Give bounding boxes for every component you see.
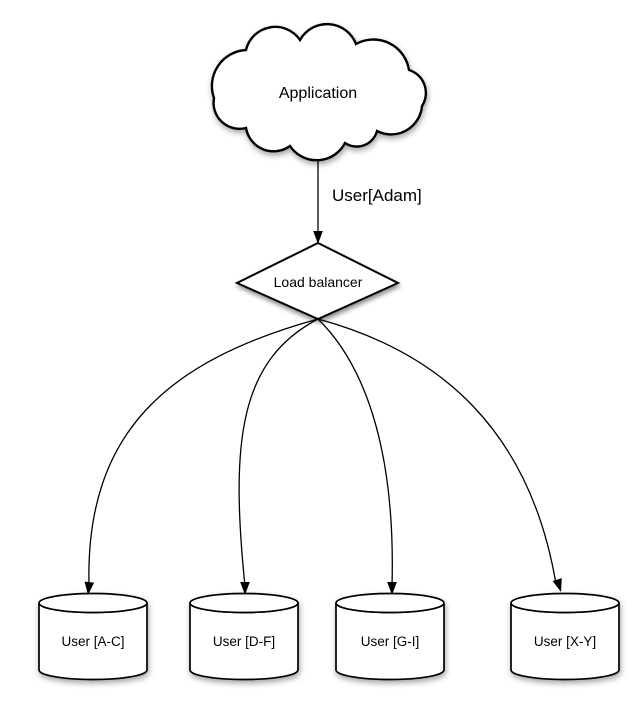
edge-user-adam-label: User[Adam]: [332, 186, 422, 205]
arrowhead-icon: [552, 578, 562, 592]
load-balancer-diamond-shape: [234, 241, 401, 321]
shard-label-3: User [G-I]: [361, 634, 420, 649]
edge-loadbalancer-to-shard-3: [317, 318, 393, 587]
application-label: Application: [279, 85, 357, 102]
arrowhead-icon: [84, 581, 95, 595]
cylinder-top: [189, 592, 299, 614]
arrowhead-icon: [313, 231, 323, 244]
shard-cylinder-2: [189, 592, 299, 681]
edge-loadbalancer-to-shard-1: [88, 318, 319, 587]
edge-loadbalancer-to-shard-2: [238, 318, 319, 587]
shard-cylinder-3: [335, 592, 445, 681]
cylinder-top: [38, 592, 148, 614]
arrowhead-icon: [240, 582, 250, 595]
cylinder-top: [335, 592, 445, 614]
cylinder-top: [510, 592, 620, 614]
load-balancer-label: Load balancer: [274, 274, 363, 290]
application-cloud-shape: [210, 22, 428, 162]
shard-label-4: User [X-Y]: [534, 634, 596, 649]
shard-cylinder-1: [38, 592, 148, 681]
shard-cylinder-4: [510, 592, 620, 681]
shard-label-2: User [D-F]: [213, 634, 275, 649]
edge-loadbalancer-to-shard-4: [317, 318, 557, 585]
shard-label-1: User [A-C]: [61, 634, 124, 649]
arrowhead-icon: [387, 582, 397, 595]
